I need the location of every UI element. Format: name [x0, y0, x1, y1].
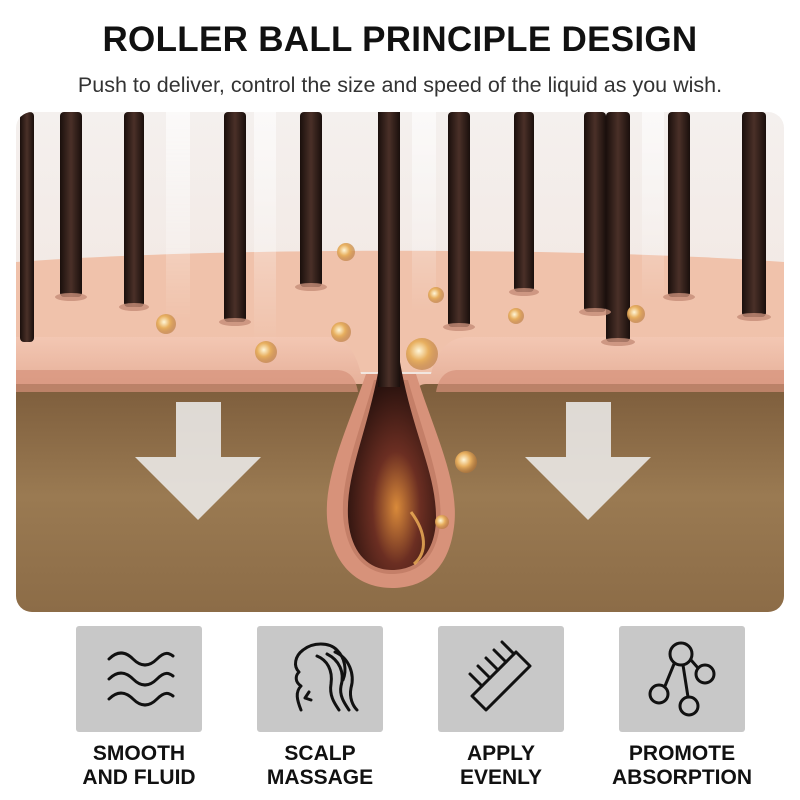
scalp-cross-section-illustration	[16, 112, 784, 612]
feature-smooth-fluid: SMOOTH AND FLUID	[49, 624, 229, 800]
page-subtitle: Push to deliver, control the size and sp…	[77, 73, 723, 97]
feature-label: SCALP MASSAGE	[266, 742, 374, 789]
feature-tile	[257, 626, 383, 732]
page-title: ROLLER BALL PRINCIPLE DESIGN	[102, 20, 698, 59]
feature-apply-evenly: APPLY EVENLY	[411, 624, 591, 800]
head-hair-icon	[294, 642, 359, 712]
feature-tile	[76, 626, 202, 732]
feature-tile	[619, 626, 745, 732]
feature-tile	[438, 626, 564, 732]
feature-label: SMOOTH AND FLUID	[82, 742, 196, 789]
waves-icon	[107, 651, 175, 707]
molecule-icon	[648, 641, 716, 717]
feature-label: PROMOTE ABSORPTION	[611, 742, 752, 789]
feature-scalp-massage: SCALP MASSAGE	[230, 624, 410, 800]
comb-icon	[468, 640, 532, 712]
feature-promote-absorption: PROMOTE ABSORPTION	[592, 624, 772, 800]
feature-label: APPLY EVENLY	[459, 742, 543, 789]
